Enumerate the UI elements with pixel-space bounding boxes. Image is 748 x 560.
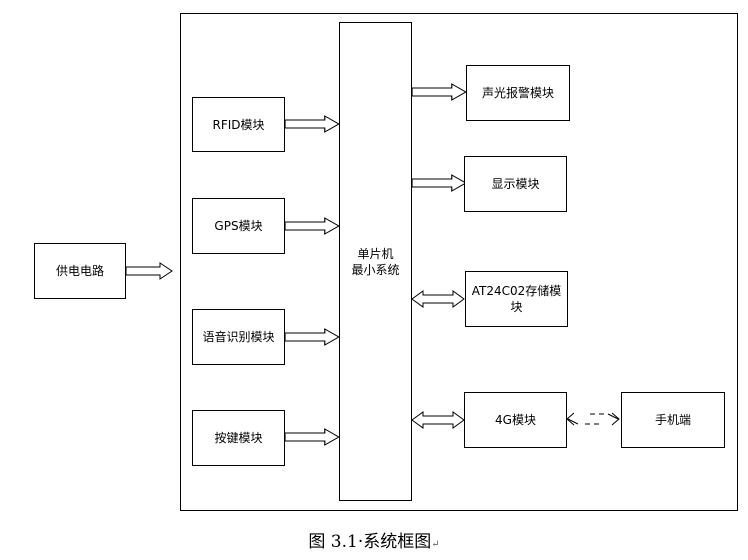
storage-module-box: AT24C02存储模块: [465, 271, 568, 327]
keys-module-box: 按键模块: [192, 410, 285, 466]
keys-module-label: 按键模块: [214, 431, 263, 445]
lte-module-box: 4G模块: [464, 392, 567, 448]
gps-module-box: GPS模块: [192, 198, 285, 254]
figure-caption: 图 3.1·系统框图↵: [0, 527, 748, 552]
rfid-module-label: RFID模块: [212, 117, 265, 132]
display-module-label: 显示模块: [491, 177, 540, 191]
arrow-display: [411, 174, 467, 192]
alarm-module-box: 声光报警模块: [466, 65, 570, 121]
arrow-rfid: [284, 115, 340, 133]
mcu-box: 单片机 最小系统: [339, 22, 412, 501]
system-frame: [180, 13, 738, 511]
mcu-label-line1: 单片机: [357, 246, 394, 261]
voice-module-box: 语音识别模块: [192, 309, 285, 365]
power-supply-box: 供电电路: [34, 243, 126, 299]
figure-caption-text: 图 3.1·系统框图: [308, 532, 432, 552]
display-module-box: 显示模块: [464, 156, 567, 212]
lte-module-label: 4G模块: [495, 413, 536, 427]
phone-box: 手机端: [621, 392, 725, 448]
gps-module-label: GPS模块: [214, 219, 263, 233]
alarm-module-label: 声光报警模块: [481, 86, 554, 100]
arrow-lte: [411, 411, 465, 429]
power-supply-label: 供电电路: [55, 264, 104, 278]
arrow-alarm: [411, 83, 467, 101]
phone-label: 手机端: [654, 413, 691, 427]
arrow-storage: [411, 290, 465, 308]
paragraph-mark: ↵: [431, 539, 440, 550]
voice-module-label: 语音识别模块: [202, 330, 275, 344]
arrow-keys: [284, 428, 340, 446]
mcu-label-line2: 最小系统: [351, 262, 400, 277]
rfid-module-box: RFID模块: [192, 97, 285, 152]
wireless-link: [566, 412, 620, 426]
arrow-power: [125, 262, 173, 280]
arrow-gps: [284, 217, 340, 235]
arrow-voice: [284, 328, 340, 346]
storage-module-label: AT24C02存储模块: [471, 284, 562, 314]
